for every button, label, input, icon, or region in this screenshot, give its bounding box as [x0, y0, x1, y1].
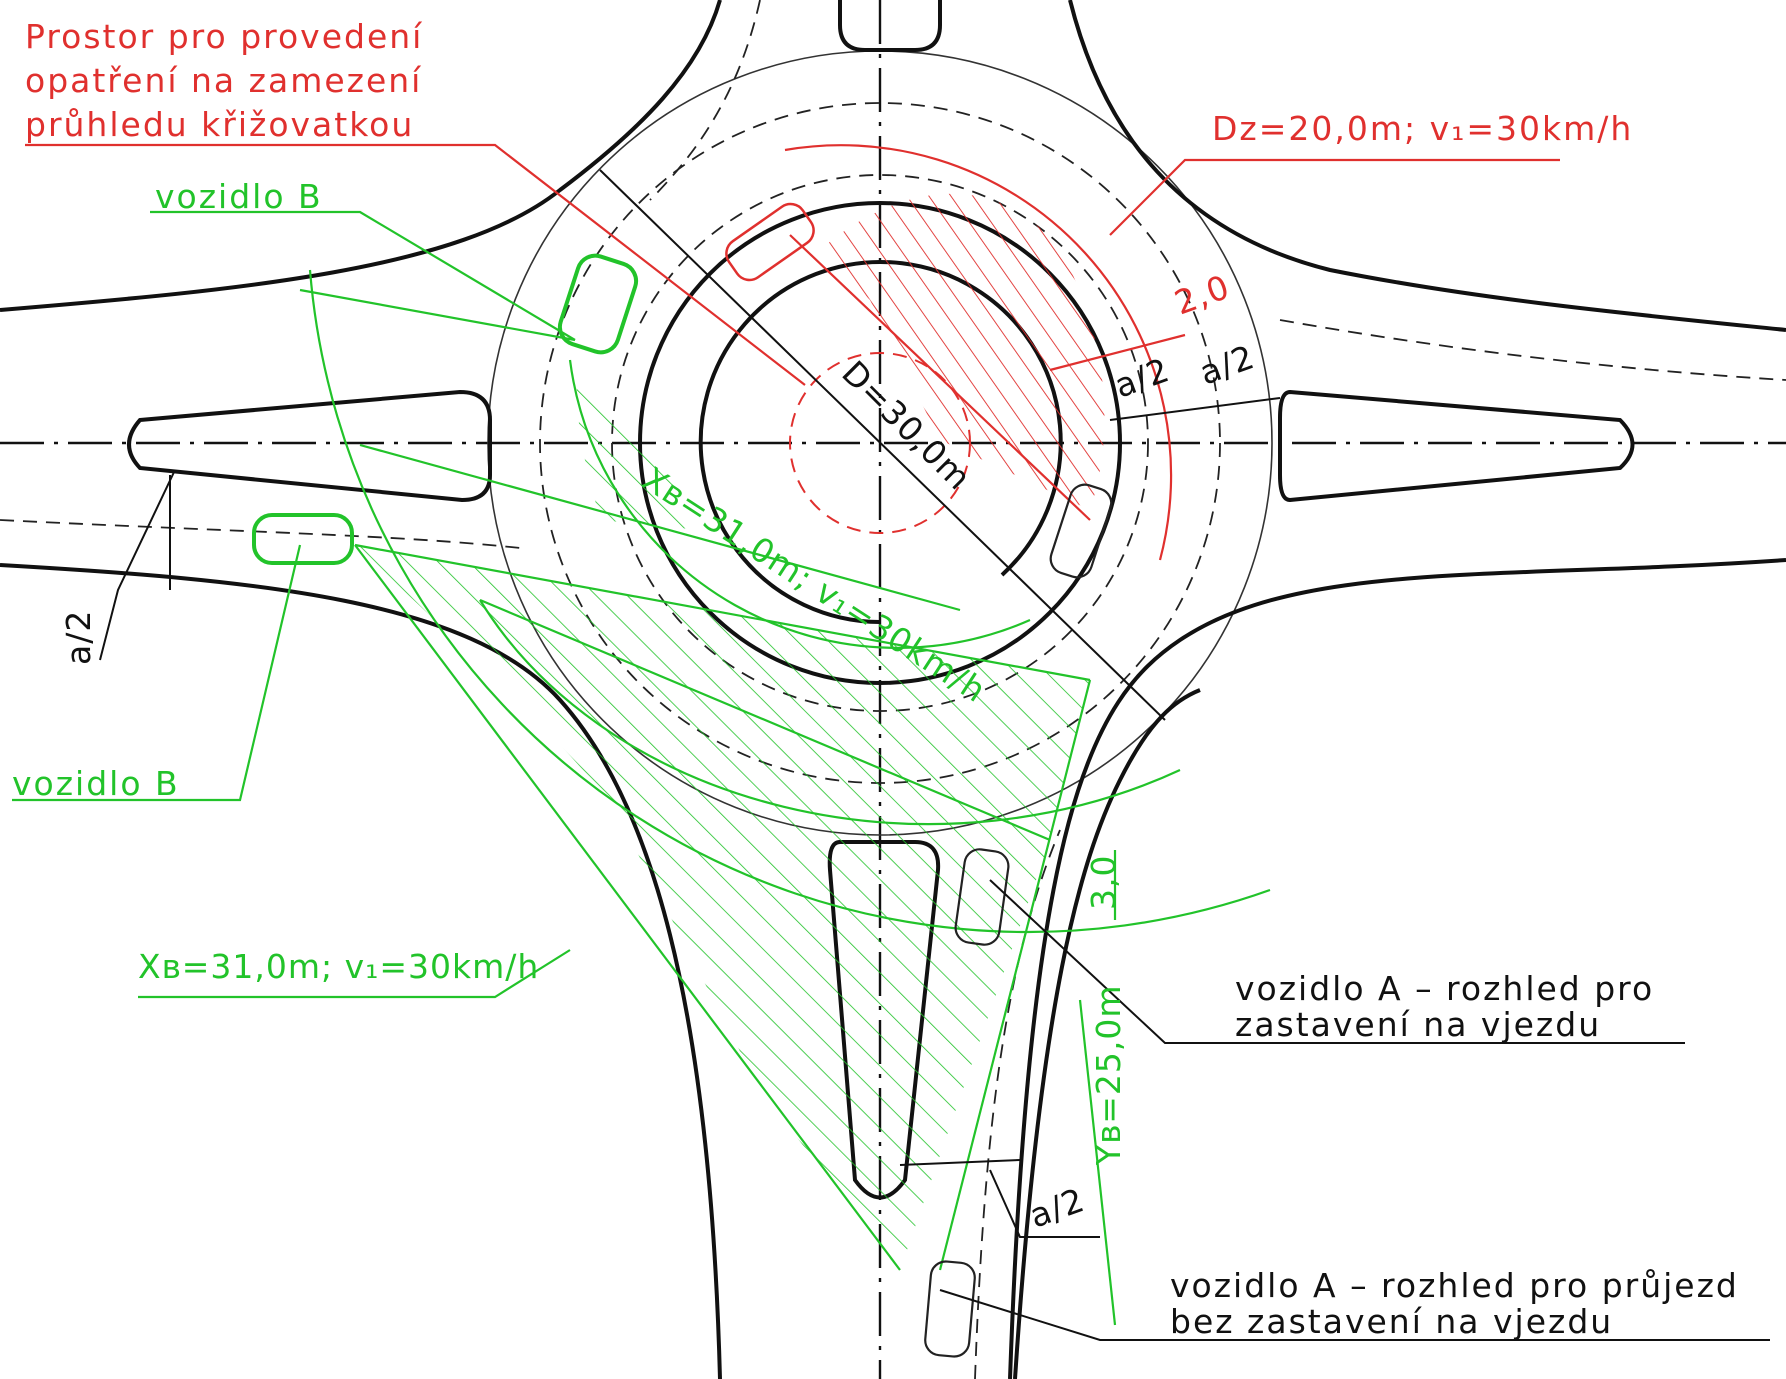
prostor-label-line2: opatření na zamezení — [25, 61, 422, 100]
dim-a2-left-label: a/2 — [59, 610, 98, 665]
dz-label: Dz=20,0m; v₁=30km/h — [1212, 109, 1633, 148]
dim-a2-bottom-label: a/2 — [1024, 1180, 1089, 1236]
red-hatched-area — [784, 144, 1186, 561]
vozidlo-a-stop-label-line1: vozidlo A – rozhled pro — [1235, 969, 1654, 1008]
vehicle-a-stop-icon — [954, 848, 1010, 946]
dim-a2-label-2: a/2 — [1194, 337, 1259, 393]
vehicles — [252, 202, 1113, 1358]
vozidlo-a-stop-label-line2: zastavení na vjezdu — [1235, 1005, 1601, 1044]
dim-2-0-label: 2,0 — [1169, 267, 1234, 323]
prostor-label-line1: Prostor pro provedení — [25, 17, 423, 56]
vozidlo-b-left-label: vozidlo B — [12, 764, 180, 803]
vehicle-ring-icon — [1049, 483, 1113, 579]
diameter-dimension-line — [599, 169, 1166, 721]
leader-lines — [12, 143, 1770, 1341]
xb-outer-label: Xʙ=31,0m; v₁=30km/h — [138, 947, 539, 986]
vozidlo-a-pass-label-line2: bez zastavení na vjezdu — [1170, 1302, 1613, 1341]
dimension-lines — [169, 397, 1281, 1326]
vozidlo-b-top-label: vozidlo B — [155, 177, 323, 216]
dim-3-0-label: 3,0 — [1084, 855, 1123, 910]
green-sight-triangles — [299, 269, 1271, 1271]
vehicle-b-top-icon — [557, 253, 639, 355]
vehicle-b-left-icon — [252, 513, 354, 565]
vehicle-red-icon — [725, 202, 815, 282]
vozidlo-a-pass-label-line1: vozidlo A – rozhled pro průjezd — [1170, 1266, 1739, 1305]
dim-a2-label-1: a/2 — [1109, 350, 1174, 406]
prostor-label-line3: průhledu křižovatkou — [25, 105, 414, 144]
vehicle-a-pass-icon — [924, 1260, 976, 1358]
yb-label: Yʙ=25,0m — [1089, 984, 1128, 1166]
